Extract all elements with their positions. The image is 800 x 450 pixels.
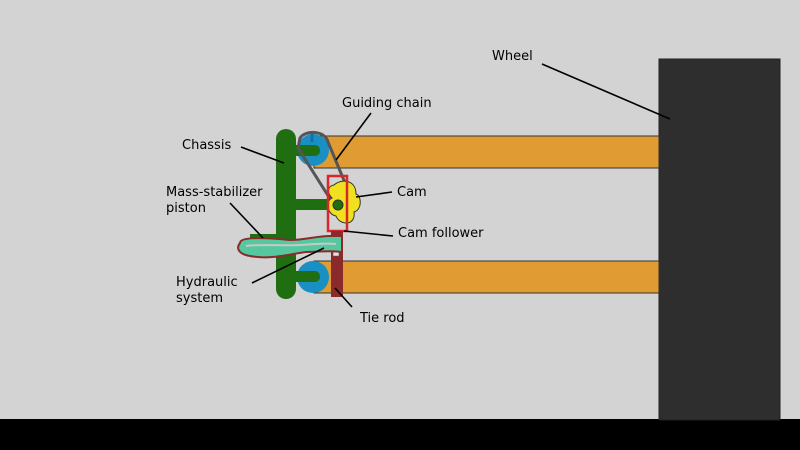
leader-mass-stabilizer <box>229 202 264 239</box>
upper-beam <box>313 135 660 169</box>
leader-hydraulic <box>251 247 325 284</box>
label-hydraulic-system: Hydraulic system <box>176 275 238 306</box>
label-mass-stabilizer-piston: Mass-stabilizer piston <box>166 185 263 216</box>
leader-guiding-chain <box>335 112 372 161</box>
leader-chassis <box>240 146 285 164</box>
label-cam-follower: Cam follower <box>398 226 484 241</box>
lower-beam <box>313 260 660 294</box>
wheel <box>658 58 781 421</box>
ground <box>0 419 800 450</box>
leader-cam <box>355 191 393 198</box>
chassis-arm-lower <box>286 271 320 282</box>
leader-cam-follower <box>343 230 394 237</box>
leader-wheel <box>541 63 671 120</box>
cam <box>327 180 361 224</box>
chassis-arm-upper <box>286 145 320 156</box>
label-cam: Cam <box>397 185 427 200</box>
label-tie-rod: Tie rod <box>360 311 405 326</box>
label-guiding-chain: Guiding chain <box>342 96 432 111</box>
label-chassis: Chassis <box>182 138 232 153</box>
hydraulic-system <box>237 235 343 259</box>
label-wheel: Wheel <box>492 49 533 64</box>
leader-tie-rod <box>334 287 353 308</box>
cam-pivot <box>332 199 344 211</box>
hydraulic-inner <box>245 242 337 247</box>
